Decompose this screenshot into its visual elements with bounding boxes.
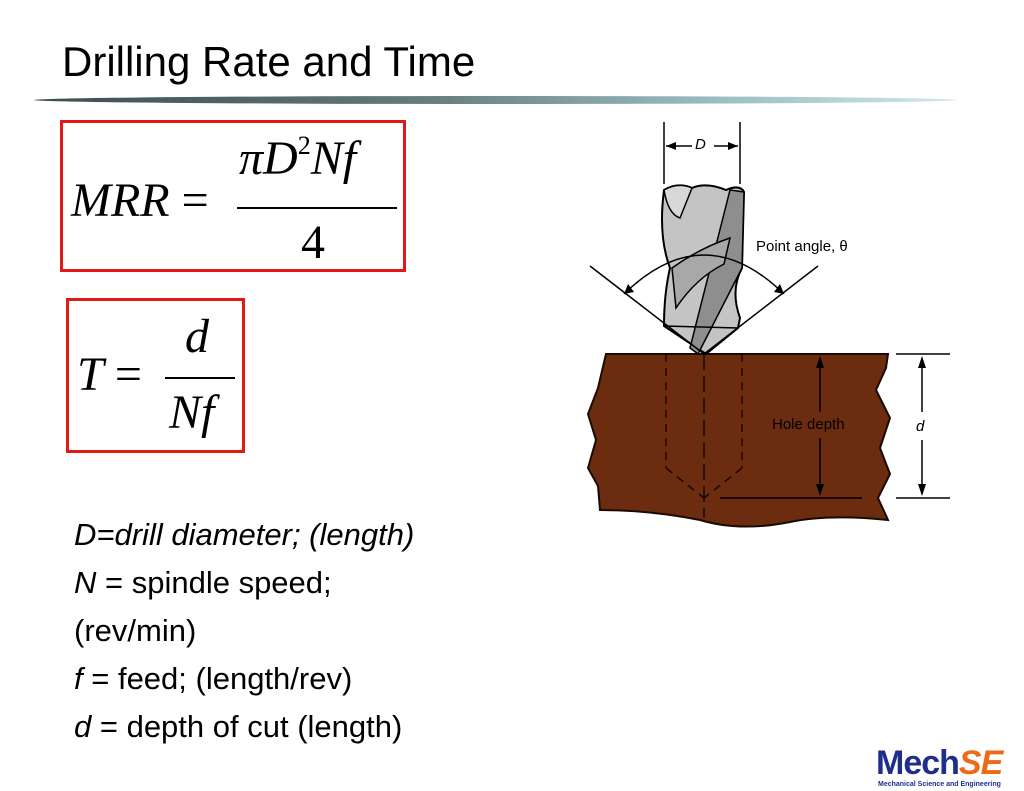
definition-row: f = feed; (length/rev) (74, 655, 534, 703)
definition-symbol: N (74, 565, 97, 600)
mrr-equals: = (181, 174, 209, 227)
mrr-symbol: MRR (71, 174, 170, 227)
mrr-numerator: πD2Nf (239, 131, 356, 186)
square-exponent: 2 (297, 131, 311, 160)
definition-text: = feed; (length/rev) (82, 661, 353, 696)
definition-row: (rev/min) (74, 607, 534, 655)
time-symbol: T (77, 348, 103, 401)
nf-symbol: Nf (310, 132, 357, 185)
logo-se-text: SE (958, 744, 1003, 782)
definition-symbol: f (74, 661, 83, 696)
diameter-symbol: D (263, 132, 298, 185)
definition-symbol: D (74, 517, 97, 552)
definition-text: (rev/min) (74, 613, 197, 648)
definition-symbol: d (74, 709, 92, 744)
definition-row: d = depth of cut (length) (74, 703, 534, 751)
point-angle-label: Point angle, θ (756, 238, 848, 255)
definition-text: = spindle speed; (96, 565, 332, 600)
time-fraction-bar (165, 377, 235, 379)
depth-label: d (916, 418, 925, 435)
mechse-logo: MechSE Mechanical Science and Engineerin… (876, 745, 1024, 791)
pi-symbol: π (239, 132, 264, 185)
diameter-label: D (695, 136, 706, 153)
hole-depth-label: Hole depth (772, 416, 845, 433)
drilling-diagram: D Point angle, θ Hole depth d (580, 118, 956, 548)
drilling-diagram-graphic (586, 122, 950, 528)
variable-definitions: D=drill diameter; (length) N = spindle s… (74, 511, 534, 751)
time-lhs: T = (77, 347, 142, 402)
time-denominator: Nf (169, 386, 215, 439)
definition-row: D=drill diameter; (length) (74, 511, 534, 559)
time-equals: = (114, 348, 142, 401)
logo-wordmark: MechSE (876, 744, 1003, 782)
workpiece (586, 353, 892, 528)
definition-row: N = spindle speed; (74, 559, 534, 607)
title-underline (34, 96, 956, 104)
definition-text: = depth of cut (length) (91, 709, 403, 744)
mrr-lhs: MRR = (71, 173, 209, 228)
time-equation-box: T = d Nf (66, 298, 245, 453)
slide-title: Drilling Rate and Time (62, 38, 476, 85)
definition-text: =drill diameter; (length) (96, 517, 415, 552)
time-numerator: d (185, 310, 209, 363)
mrr-denominator: 4 (301, 216, 325, 269)
logo-mech-text: Mech (876, 744, 960, 782)
logo-subtitle: Mechanical Science and Engineering (878, 781, 1001, 788)
mrr-fraction-bar (237, 207, 397, 209)
mrr-equation-box: MRR = πD2Nf 4 (60, 120, 406, 272)
